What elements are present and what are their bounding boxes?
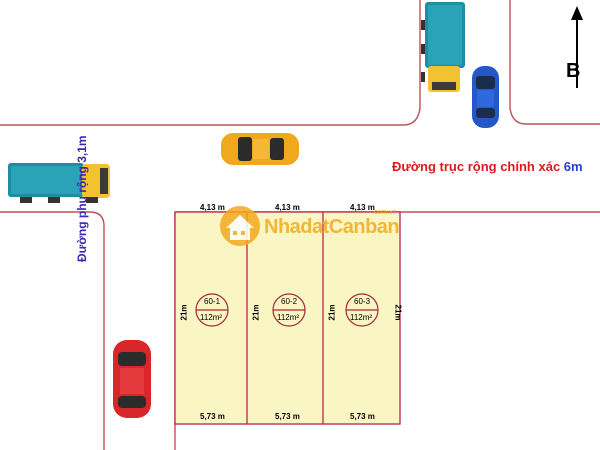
red-car-icon [113, 340, 151, 418]
main-road-width: 6m [563, 159, 583, 174]
watermark-domain: .com.vn [372, 209, 397, 216]
side-road-label: Đường phụ rộng 3,1m [75, 135, 89, 262]
lot-60-1-id: 60-1 [204, 297, 221, 306]
truck-left-icon [8, 163, 110, 203]
lot-60-2-front: 4,13 m [275, 203, 300, 212]
road-edge-top-left [0, 0, 421, 126]
yellow-car-icon [221, 133, 299, 165]
lot-60-2-area: 112m² [277, 313, 300, 322]
blue-car-icon [472, 66, 499, 128]
truck-top-icon [421, 2, 465, 92]
lot-60-1-front: 4,13 m [200, 203, 225, 212]
lot-60-3-front: 4,13 m [350, 203, 375, 212]
road-edge-top-right [509, 0, 600, 125]
lot-60-3-area: 112m² [350, 313, 373, 322]
watermark-text: NhadatCanban [264, 216, 400, 239]
road-edge-bottom [0, 211, 105, 450]
main-road-label: Đường trục rộng chính xác 6m [392, 159, 583, 174]
watermark-logo-icon [220, 206, 260, 246]
watermark-part1: Nhadat [264, 216, 329, 238]
lot-60-2-back: 5,73 m [275, 412, 300, 421]
north-letter: B [566, 60, 581, 82]
lot-60-2-id: 60-2 [281, 297, 298, 306]
lot-60-1-area: 112m² [200, 313, 223, 322]
lot-60-1-area [175, 212, 247, 424]
lot-60-1-depth: 21m [179, 304, 189, 321]
lot-60-3-depth: 21m [327, 304, 337, 321]
main-road-name: Đường trục rộng chính xác [392, 159, 561, 174]
watermark-part2: Canban [328, 216, 400, 238]
lot-60-3-back: 5,73 m [350, 412, 375, 421]
lots [174, 211, 401, 425]
lot-60-3-id: 60-3 [354, 297, 371, 306]
lot-60-3-depth-right: 21m [393, 304, 403, 321]
lot-60-2-area [247, 212, 323, 424]
lot-60-1-back: 5,73 m [200, 412, 225, 421]
lot-60-2-depth: 21m [251, 304, 261, 321]
lot-60-3-area [323, 212, 400, 424]
north-arrow [571, 6, 583, 88]
